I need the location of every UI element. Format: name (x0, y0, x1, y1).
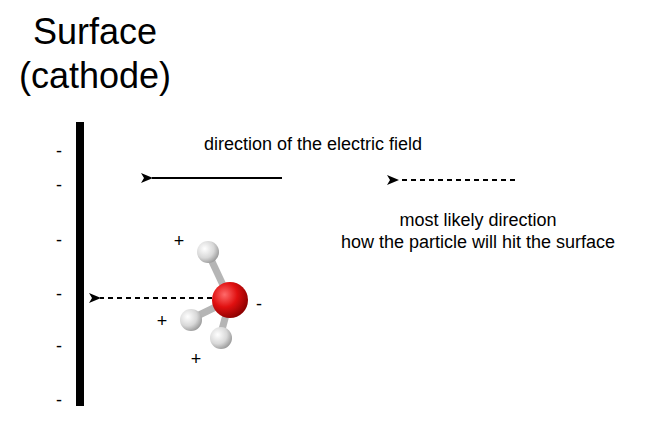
charge-sign: - (256, 294, 262, 316)
charge-sign: - (56, 141, 62, 163)
legend-dashed-arrow (398, 179, 515, 181)
charge-sign: - (56, 175, 62, 197)
charge-sign: - (56, 230, 62, 252)
hydrogen-atom (197, 241, 219, 263)
charge-sign: - (56, 284, 62, 306)
hydronium-molecule (180, 241, 248, 349)
charge-sign: - (56, 390, 62, 412)
field-label: direction of the electric field (204, 134, 422, 156)
oxygen-atom (212, 282, 248, 318)
hydrogen-atom (180, 309, 202, 331)
charge-sign: + (174, 231, 185, 253)
surface-title: Surface (cathode) (19, 10, 171, 98)
field-arrow (152, 177, 282, 179)
charge-sign: + (157, 311, 168, 333)
impact-arrow (100, 297, 212, 299)
charge-sign: - (56, 336, 62, 358)
impact-note: most likely direction how the particle w… (341, 210, 615, 253)
charge-sign: + (191, 349, 202, 371)
hydrogen-atom (210, 327, 232, 349)
cathode-surface (76, 122, 84, 406)
